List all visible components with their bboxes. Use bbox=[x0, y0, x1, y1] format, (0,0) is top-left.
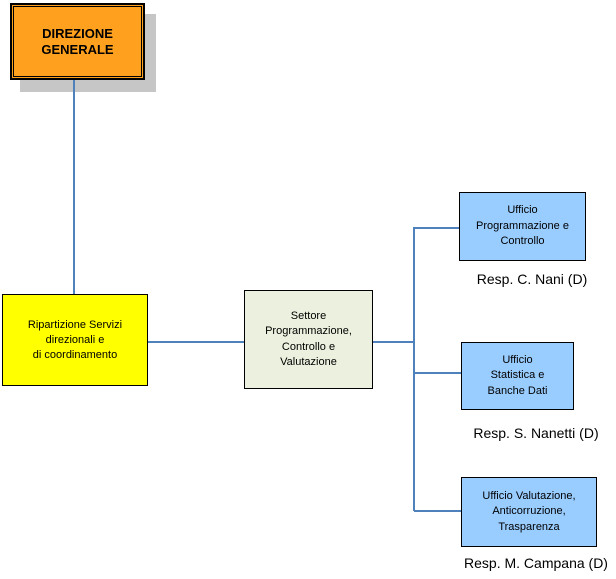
node-settore-programmazione-label: Settore Programmazione, Controllo e Valu… bbox=[265, 309, 352, 369]
node-ufficio-statistica-banche-dati: Ufficio Statistica e Banche Dati bbox=[461, 342, 574, 410]
connector-direzione-ripartizione bbox=[73, 80, 75, 294]
connector-ripartizione-settore bbox=[148, 341, 244, 343]
connector-branch-ufficio-statistica bbox=[414, 372, 461, 374]
connector-settore-trunk bbox=[373, 341, 414, 343]
node-ufficio-programmazione-controllo: Ufficio Programmazione e Controllo bbox=[459, 192, 586, 261]
node-settore-programmazione: Settore Programmazione, Controllo e Valu… bbox=[244, 290, 373, 389]
connector-branch-ufficio-valutazione bbox=[414, 510, 461, 512]
responsabile-ufficio-programmazione: Resp. C. Nani (D) bbox=[476, 271, 588, 287]
node-direzione-generale-label: DIREZIONE GENERALE bbox=[41, 25, 114, 57]
connector-trunk-vertical bbox=[413, 227, 415, 511]
node-ripartizione-servizi-label: Ripartizione Servizi direzionali e di co… bbox=[27, 318, 123, 361]
node-ufficio-valutazione-anticorruzione-label: Ufficio Valutazione, Anticorruzione, Tra… bbox=[482, 489, 576, 533]
node-direzione-generale: DIREZIONE GENERALE bbox=[10, 3, 145, 80]
responsabile-ufficio-valutazione: Resp. M. Campana (D) bbox=[464, 555, 608, 571]
responsabile-ufficio-statistica: Resp. S. Nanetti (D) bbox=[473, 425, 599, 441]
node-ufficio-valutazione-anticorruzione: Ufficio Valutazione, Anticorruzione, Tra… bbox=[461, 477, 597, 547]
node-ripartizione-servizi: Ripartizione Servizi direzionali e di co… bbox=[2, 294, 148, 386]
node-ufficio-statistica-banche-dati-label: Ufficio Statistica e Banche Dati bbox=[487, 353, 548, 397]
node-ufficio-programmazione-controllo-label: Ufficio Programmazione e Controllo bbox=[476, 204, 569, 248]
connector-branch-ufficio-programmazione bbox=[414, 227, 459, 229]
